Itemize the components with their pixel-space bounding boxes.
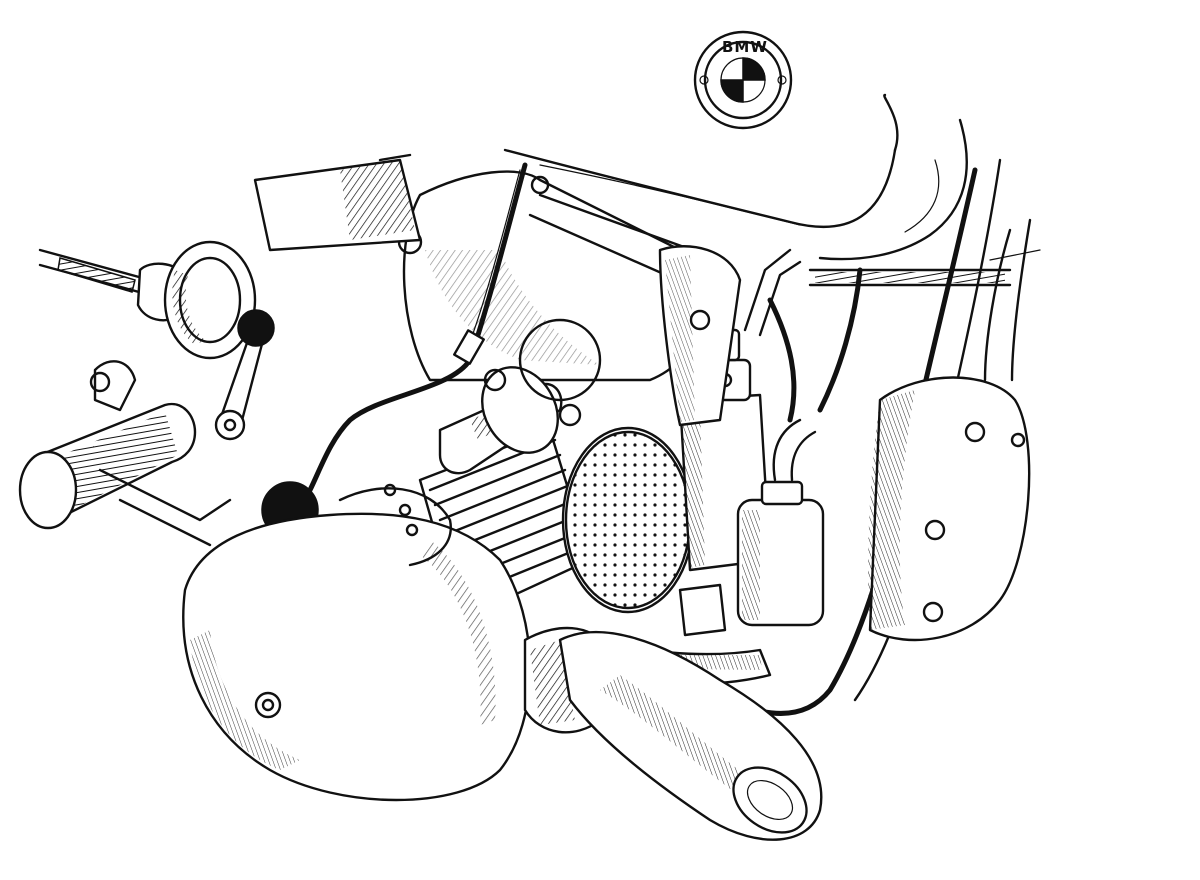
fuel-tank [503, 0, 1200, 261]
engine-mount [658, 245, 742, 427]
rear-structure [253, 153, 422, 252]
right-cylinder-cover [868, 376, 1031, 642]
fuel-lines [743, 248, 1012, 423]
air-filter [561, 426, 695, 614]
footpeg [18, 360, 232, 547]
drive-shaft [38, 240, 257, 360]
gear-lever [214, 309, 275, 441]
rocker-cover [182, 483, 532, 802]
badge-lettering: BMW [722, 38, 768, 56]
exhaust-pipe [558, 630, 823, 841]
float-chamber [736, 418, 825, 627]
tank-badge: BMW [693, 30, 793, 130]
